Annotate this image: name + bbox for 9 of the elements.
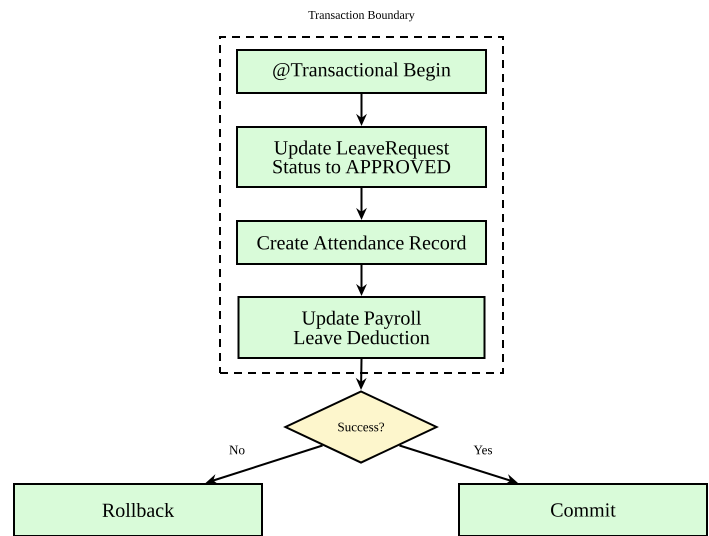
edge-label: No: [228, 444, 246, 456]
edge-label: Yes: [472, 444, 494, 456]
boundary-title: Transaction Boundary: [308, 10, 415, 22]
process-box: Rollback: [13, 483, 263, 536]
process-box: Commit: [458, 483, 708, 536]
process-box: Update LeaveRequest Status to APPROVED: [236, 126, 487, 188]
process-box: Update Payroll Leave Deduction: [238, 296, 486, 359]
process-box: @Transactional Begin: [236, 49, 487, 94]
process-box: Create Attendance Record: [236, 220, 487, 265]
